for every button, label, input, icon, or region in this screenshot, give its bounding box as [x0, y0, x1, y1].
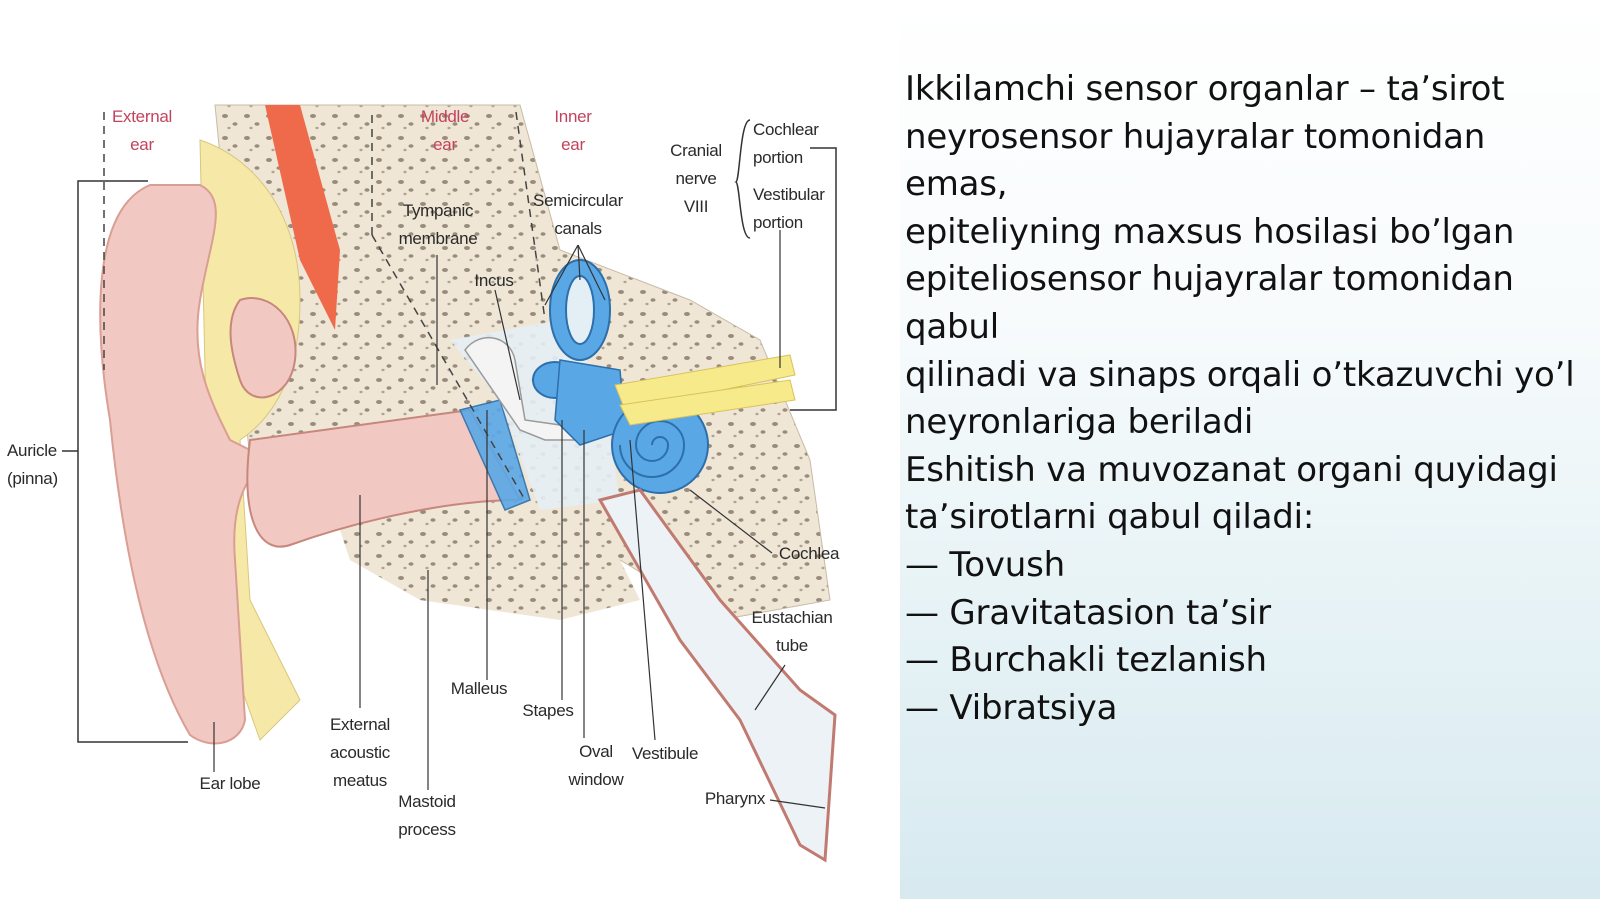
eustachian-tube-shape — [597, 488, 837, 863]
ossicles — [464, 336, 577, 441]
middle-ear-label: Middle ear — [420, 107, 470, 154]
text-line: Eshitish va muvozanat organi quyidagi — [905, 449, 1558, 490]
malleus-label: Malleus — [450, 679, 508, 698]
tympanic-membrane-shape — [458, 399, 531, 511]
vestibule-label: Vestibule — [631, 744, 699, 763]
text-line: epiteliyning maxsus hosilasi bo’lgan — [905, 211, 1515, 252]
auricle-shape — [99, 184, 273, 745]
text-line: neyrosensor hujayralar tomonidan — [905, 116, 1486, 157]
text-line: qabul — [905, 306, 999, 347]
mastoid-process-label: Mastoid process — [398, 792, 456, 839]
inner-ear-label: Inner ear — [554, 107, 592, 154]
pharynx-label: Pharynx — [704, 789, 766, 808]
text-line: qilinadi va sinaps orqali o’tkazuvchi yo… — [905, 354, 1575, 395]
list-item-vibratsiya: — Vibratsiya — [905, 687, 1118, 728]
list-item-gravitatasion: — Gravitatasion ta’sir — [905, 592, 1271, 633]
concha — [229, 297, 297, 399]
text-line: Ikkilamchi sensor organlar – ta’sirot — [905, 69, 1505, 109]
oval-window-label: Oval window — [568, 742, 624, 789]
ear-lobe-label: Ear lobe — [199, 774, 261, 793]
text-line: epiteliosensor hujayralar tomonidan — [905, 259, 1514, 300]
semicircular-canals-label: Semicircular canals — [533, 191, 623, 238]
cranial-nerve-shape — [614, 354, 796, 411]
text-line: ta’sirotlarni qabul qiladi: — [905, 497, 1315, 538]
vestibular-portion-label: Vestibular portion — [753, 185, 825, 232]
temporal-muscle — [265, 105, 340, 330]
incus-label: Incus — [474, 271, 514, 290]
ear-anatomy-diagram: External ear Middle ear Inner ear Auricl… — [7, 104, 840, 863]
body-text: Ikkilamchi sensor organlar – ta’sirot ne… — [905, 66, 1600, 732]
stapes-label: Stapes — [522, 701, 574, 720]
external-acoustic-meatus-label: External acoustic meatus — [330, 715, 390, 790]
ear-illustration — [62, 104, 837, 863]
cranial-nerve-label: Cranial nerve VIII — [670, 141, 722, 216]
auricle-label: Auricle (pinna) — [7, 441, 58, 488]
vestibule-shape — [554, 359, 626, 446]
text-line: emas, — [905, 164, 1008, 205]
cochlear-portion-label: Cochlear portion — [753, 120, 819, 167]
text-line: neyronlariga beriladi — [905, 402, 1254, 443]
list-item-tovush: — Tovush — [905, 544, 1065, 585]
external-ear-label: External ear — [112, 107, 172, 154]
cochlea-label: Cochlea — [778, 544, 840, 563]
ear-canal — [246, 408, 522, 548]
text-panel: Ikkilamchi sensor organlar – ta’sirot ne… — [900, 0, 1600, 899]
tympanic-membrane-label: Tympanic membrane — [398, 201, 478, 248]
eustachian-tube-label: Eustachian tube — [751, 608, 833, 655]
list-item-burchakli: — Burchakli tezlanish — [905, 640, 1267, 681]
